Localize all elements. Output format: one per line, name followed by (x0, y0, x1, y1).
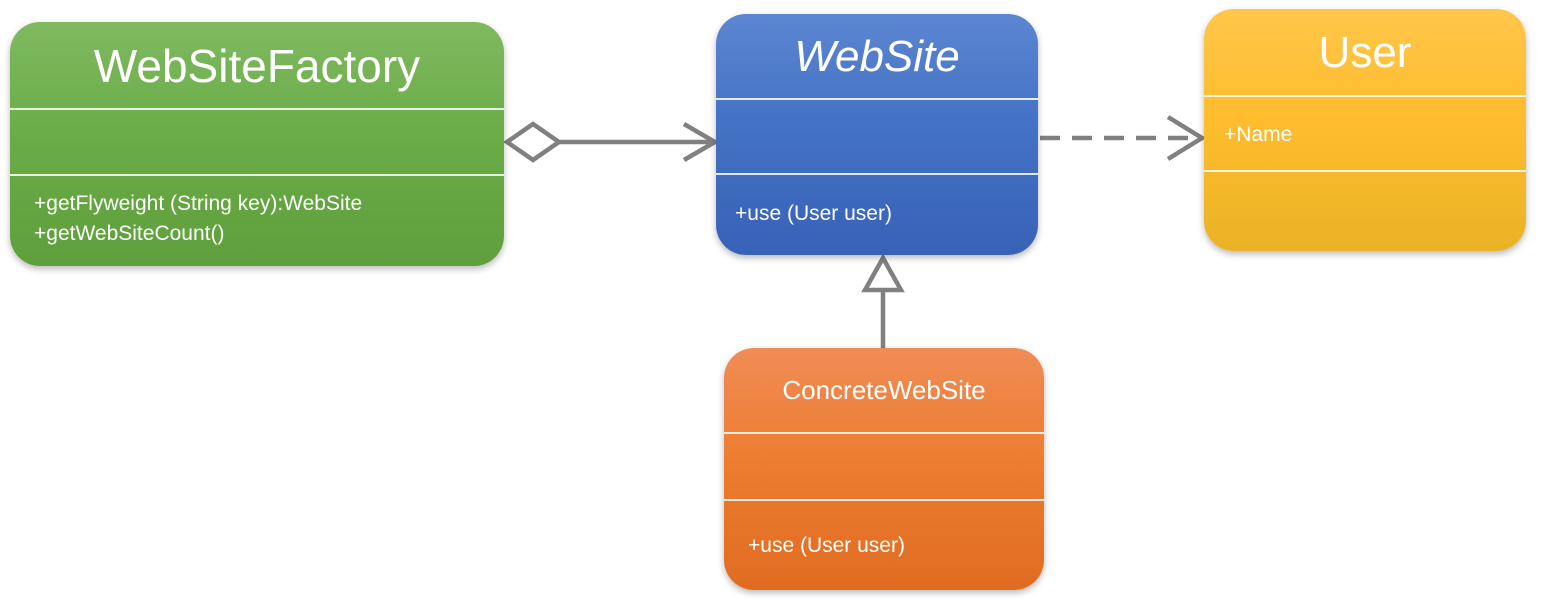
divider (724, 499, 1044, 501)
operations-compartment: +use (User user) (716, 199, 1038, 229)
operations-compartment: +use (User user) (724, 531, 1044, 561)
generalization-triangle-icon (861, 253, 905, 293)
divider (716, 98, 1038, 100)
generalization-connector (861, 253, 905, 348)
divider (716, 173, 1038, 175)
aggregation-diamond-icon (503, 121, 563, 163)
divider (724, 432, 1044, 434)
class-name: User (1318, 28, 1412, 77)
divider (10, 174, 504, 176)
attributes-compartment: +Name (1204, 120, 1526, 150)
aggregation-arrowhead-icon (682, 122, 720, 162)
divider (10, 108, 504, 110)
dependency-connector (1040, 115, 1207, 161)
operations-compartment: +getFlyweight (String key):WebSite +getW… (10, 189, 504, 249)
class-name: ConcreteWebSite (782, 374, 986, 405)
operation-item: +use (User user) (735, 202, 892, 225)
class-name: WebSite (794, 32, 960, 81)
operation-item: +getWebSiteCount() (34, 222, 225, 245)
attribute-item: +Name (1224, 123, 1293, 146)
class-user[interactable]: User +Name (1204, 9, 1526, 251)
class-concretewebsite[interactable]: ConcreteWebSite +use (User user) (724, 348, 1044, 590)
operation-item: +use (User user) (748, 534, 905, 557)
class-websitefactory[interactable]: WebSiteFactory +getFlyweight (String key… (10, 22, 504, 266)
class-name: WebSiteFactory (93, 40, 421, 92)
class-website[interactable]: WebSite +use (User user) (716, 14, 1038, 255)
operation-item: +getFlyweight (String key):WebSite (34, 192, 363, 215)
dependency-arrowhead-icon (1166, 115, 1207, 161)
divider (1204, 170, 1526, 172)
aggregation-connector (503, 121, 720, 163)
divider (1204, 95, 1526, 97)
